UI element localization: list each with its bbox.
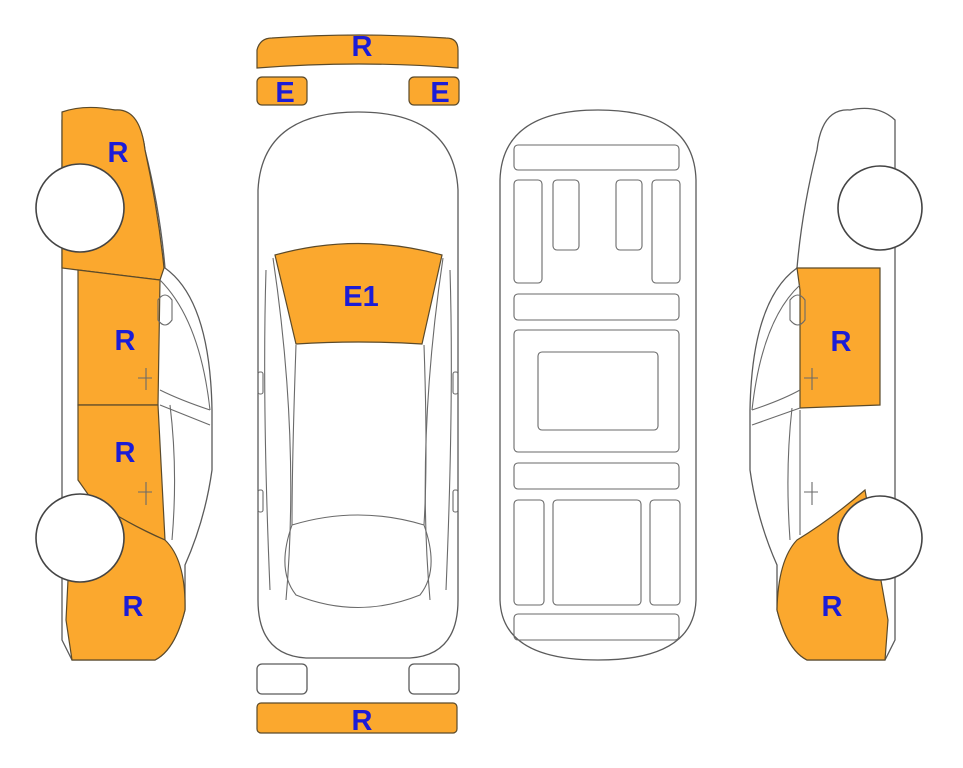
- left-front-wheel: [35, 163, 125, 253]
- car-right-side-view: [749, 107, 923, 661]
- right-front-door-label: R: [831, 326, 852, 358]
- left-rear-quarter-label: R: [123, 591, 144, 623]
- car-underbody-view: [499, 109, 697, 661]
- left-headlight-part: [256, 76, 308, 106]
- right-headlight-label: E: [430, 77, 449, 109]
- right-front-door-part: [796, 267, 881, 409]
- front-bumper-label: R: [352, 31, 373, 63]
- left-rear-wheel: [35, 493, 125, 583]
- car-left-side-view: [35, 106, 213, 661]
- left-headlight-label: E: [275, 77, 294, 109]
- windshield-part: [274, 242, 443, 345]
- left-front-fender-label: R: [108, 137, 129, 169]
- left-front-door-label: R: [115, 325, 136, 357]
- right-headlight-part: [408, 76, 460, 106]
- front-bumper-part: [256, 34, 459, 69]
- rear-bumper-label: R: [352, 705, 373, 737]
- car-top-view: [257, 111, 459, 659]
- right-rear-wheel: [837, 495, 923, 581]
- left-rear-door-label: R: [115, 437, 136, 469]
- right-taillight: [408, 663, 460, 695]
- rear-bumper-part: [256, 702, 458, 734]
- right-front-wheel: [837, 165, 923, 251]
- windshield-label: E1: [343, 281, 378, 313]
- right-rear-quarter-label: R: [822, 591, 843, 623]
- left-taillight: [256, 663, 308, 695]
